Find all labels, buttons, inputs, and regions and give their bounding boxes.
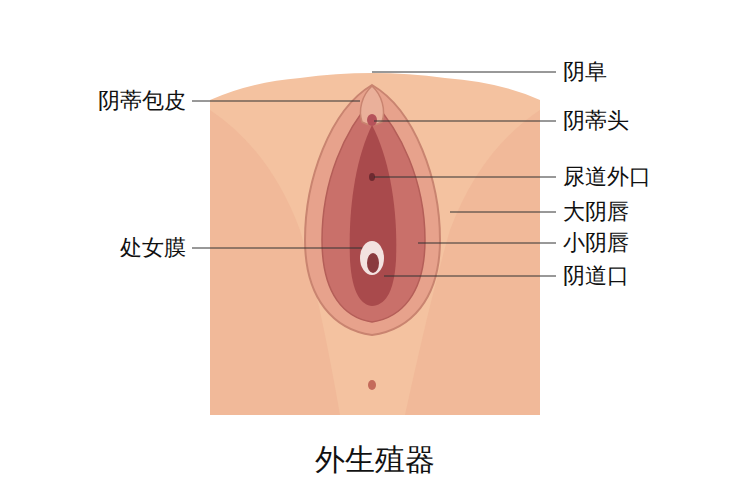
leader-line: [372, 72, 556, 73]
hymen: [360, 241, 384, 275]
leader-line: [374, 121, 556, 122]
skin-ground: [210, 73, 540, 415]
part-label: 阴蒂包皮: [98, 88, 186, 114]
leader-line: [418, 243, 556, 244]
part-label: 尿道外口: [563, 164, 651, 190]
labia-majora: [305, 85, 440, 335]
part-label: 阴道口: [563, 263, 629, 289]
vaginal-opening: [367, 253, 379, 273]
clitoral-hood: [360, 86, 383, 125]
part-label: 处女膜: [120, 235, 186, 261]
leader-lines: [192, 72, 556, 276]
part-label: 阴蒂头: [563, 108, 629, 134]
vestibule: [350, 125, 397, 306]
leader-line: [192, 101, 360, 102]
leader-line: [384, 276, 556, 277]
part-label: 小阴唇: [563, 230, 629, 256]
caption: 外生殖器: [315, 442, 435, 478]
leader-line: [450, 212, 556, 213]
leader-line: [374, 177, 556, 178]
labia-minora: [322, 100, 425, 322]
part-label: 大阴唇: [563, 199, 629, 225]
perineum-mark: [368, 380, 376, 390]
leader-line: [192, 248, 362, 249]
part-label: 阴阜: [563, 59, 607, 85]
glans: [367, 114, 377, 126]
